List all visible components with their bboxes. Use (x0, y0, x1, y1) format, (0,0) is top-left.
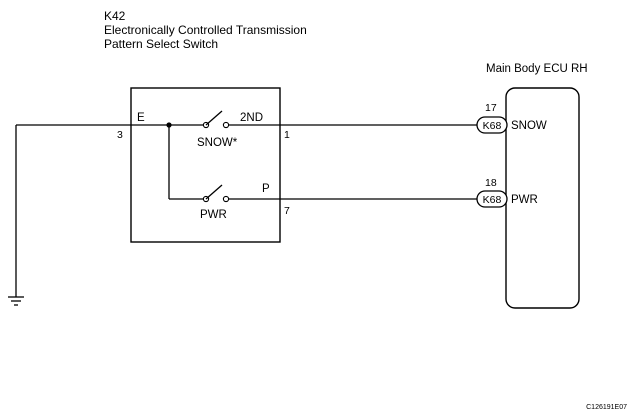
switch-body (130, 87, 281, 243)
component-code: K42 (104, 9, 126, 23)
ecu-signal-pwr: PWR (511, 194, 538, 206)
terminal-p-label: P (262, 183, 270, 195)
ecu-signal-snow: SNOW (511, 120, 547, 132)
terminal-e-label: E (137, 112, 145, 124)
ecu-connector-badge-17 (476, 116, 508, 134)
pwr-switch-label: PWR (200, 209, 227, 221)
ecu-pin-17-number: 17 (485, 102, 497, 114)
terminal-2nd-label: 2ND (240, 112, 263, 124)
ecu-pin-18-number: 18 (485, 177, 497, 189)
component-name-line2: Pattern Select Switch (104, 37, 218, 51)
pin-7-label: 7 (284, 205, 290, 217)
pwr-switch-icon (202, 184, 230, 203)
component-name-line1: Electronically Controlled Transmission (104, 23, 307, 37)
ground-icon (8, 296, 24, 306)
ecu-name: Main Body ECU RH (486, 63, 588, 75)
snow-switch-label: SNOW* (197, 137, 238, 149)
pin-1-label: 1 (284, 129, 290, 141)
junction-dot (166, 122, 172, 128)
pin-3-label: 3 (117, 129, 123, 141)
ecu-connector-code-18: K68 (483, 194, 502, 206)
ground-wire (15, 124, 131, 297)
figure-id: C126191E07 (586, 404, 627, 411)
ecu-connector-code-17: K68 (483, 120, 502, 132)
snow-switch-icon (202, 110, 230, 129)
ecu-connector-badge-18 (476, 190, 508, 208)
